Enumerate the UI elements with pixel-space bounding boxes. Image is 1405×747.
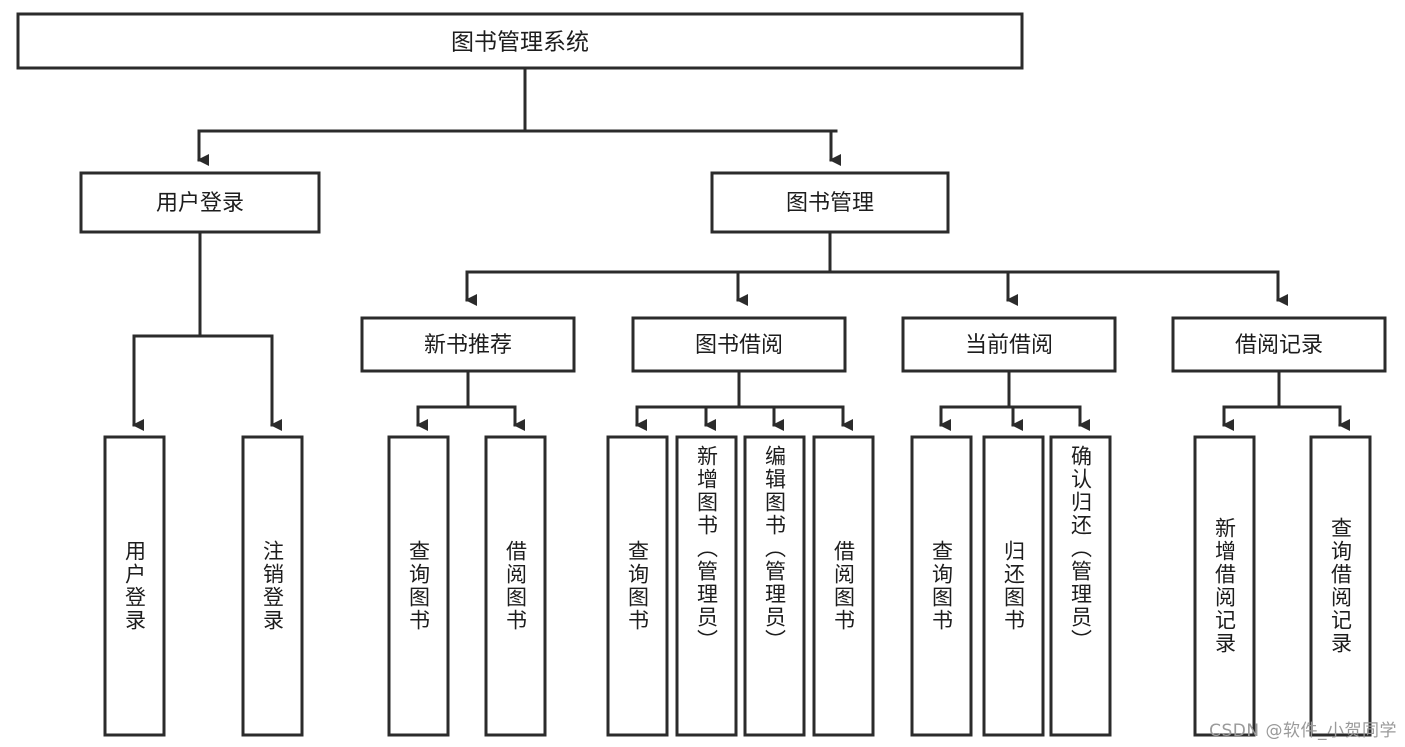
leaf-box-user-login-2[interactable]: [241, 435, 304, 737]
node-root-label: 图书管理系统: [451, 30, 589, 56]
leaf-box-book-borrow-3[interactable]: [743, 435, 806, 737]
connector-book-borrow-to-leaves: [635, 369, 853, 431]
node-current-borrow-label: 当前借阅: [965, 333, 1053, 358]
leaf-box-new-book-1[interactable]: [387, 435, 450, 737]
node-user-login-label: 用户登录: [156, 191, 244, 216]
node-book-borrow-label: 图书借阅: [695, 333, 783, 358]
node-new-book-recommend-box[interactable]: [360, 316, 576, 373]
connector-current-borrow-to-leaves: [939, 369, 1090, 431]
leaf-box-current-borrow-1[interactable]: [910, 435, 973, 737]
leaf-box-book-borrow-1[interactable]: [606, 435, 669, 737]
node-book-management-label: 图书管理: [786, 191, 874, 216]
node-current-borrow[interactable]: 当前借阅: [901, 316, 1117, 373]
node-new-book-recommend-label: 新书推荐: [424, 333, 512, 358]
leaf-box-current-borrow-2[interactable]: [982, 435, 1045, 737]
leaf-box-new-book-2[interactable]: [484, 435, 547, 737]
node-root[interactable]: 图书管理系统: [16, 12, 1024, 70]
connector-root-to-level2: [197, 66, 841, 166]
node-borrow-record-label: 借阅记录: [1235, 333, 1323, 358]
leaf-box-book-borrow-2[interactable]: [675, 435, 738, 737]
node-root-box[interactable]: [16, 12, 1024, 70]
connector-new-book-recommend-to-leaves: [416, 369, 525, 431]
node-user-login-box[interactable]: [79, 171, 321, 234]
leaf-box-borrow-record-1[interactable]: [1193, 435, 1256, 737]
node-book-management[interactable]: 图书管理: [710, 171, 950, 234]
leaf-box-book-borrow-4[interactable]: [812, 435, 875, 737]
node-user-login[interactable]: 用户登录: [79, 171, 321, 234]
leaf-box-current-borrow-3[interactable]: [1049, 435, 1112, 737]
node-borrow-record[interactable]: 借阅记录: [1171, 316, 1387, 373]
connector-user-login-to-leaves: [132, 230, 282, 431]
node-new-book-recommend[interactable]: 新书推荐: [360, 316, 576, 373]
leaf-box-borrow-record-2[interactable]: [1309, 435, 1372, 737]
connector-book-management-to-level3: [465, 230, 1288, 306]
connector-borrow-record-to-leaves: [1222, 369, 1350, 431]
node-book-borrow[interactable]: 图书借阅: [631, 316, 847, 373]
node-current-borrow-box[interactable]: [901, 316, 1117, 373]
leaf-box-user-login-1[interactable]: [103, 435, 166, 737]
